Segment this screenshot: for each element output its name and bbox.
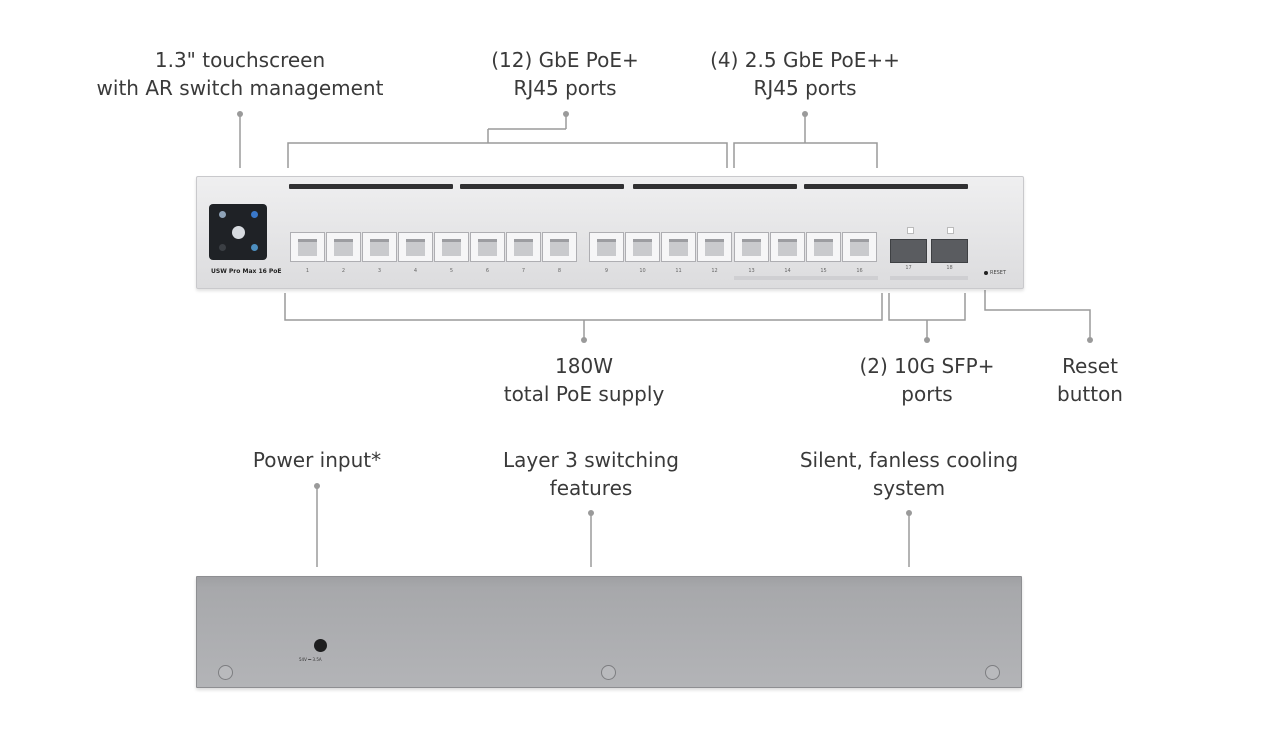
sfp-label: 17 [905, 265, 912, 271]
callout-25gbe-ports: (4) 2.5 GbE PoE++ RJ45 ports [710, 46, 900, 102]
rj45-port [625, 232, 660, 262]
port-label: 6 [485, 268, 490, 274]
screw-icon [601, 665, 616, 680]
callout-cooling-line2: system [872, 476, 946, 500]
power-input-icon [314, 639, 327, 652]
power-rating-label: 54V ⎓ 3.5A [299, 657, 322, 662]
callout-power-input: Power input* [253, 446, 381, 474]
rj45-port [697, 232, 732, 262]
port-label: 16 [856, 268, 863, 274]
callout-sfp-ports-line2: ports [901, 382, 953, 406]
rj45-port [589, 232, 624, 262]
sfp-label: 18 [946, 265, 953, 271]
vent-slot [633, 184, 797, 189]
rj45-port [806, 232, 841, 262]
rj45-port [770, 232, 805, 262]
callout-layer3: Layer 3 switching features [503, 446, 679, 502]
vent-slot [804, 184, 968, 189]
port-label: 1 [305, 268, 310, 274]
rj45-port [326, 232, 361, 262]
reset-label: RESET [990, 270, 1007, 276]
callout-gbe-ports: (12) GbE PoE+ RJ45 ports [491, 46, 639, 102]
sfp-port [890, 239, 927, 263]
port-label: 7 [521, 268, 526, 274]
rj45-port [398, 232, 433, 262]
switch-back-panel: 54V ⎓ 3.5A [196, 576, 1022, 688]
port-label: 4 [413, 268, 418, 274]
screen-icon [219, 244, 226, 251]
callout-reset-line1: Reset [1062, 354, 1118, 378]
callout-gbe-ports-line2: RJ45 ports [513, 76, 617, 100]
port-label: 15 [820, 268, 827, 274]
sfp-stripe [890, 276, 968, 280]
callout-poe-supply: 180W total PoE supply [504, 352, 665, 408]
port-label: 11 [675, 268, 682, 274]
vent-slot [460, 184, 624, 189]
port-label: 2 [341, 268, 346, 274]
port-label: 13 [748, 268, 755, 274]
screen-icon [251, 244, 258, 251]
rj45-port [362, 232, 397, 262]
port-label: 12 [711, 268, 718, 274]
callout-sfp-ports: (2) 10G SFP+ ports [859, 352, 994, 408]
screw-icon [985, 665, 1000, 680]
rj45-port [290, 232, 325, 262]
callout-cooling-line1: Silent, fanless cooling [799, 448, 1019, 472]
touchscreen[interactable] [209, 204, 267, 260]
sfp-port [931, 239, 968, 263]
reset-button[interactable] [984, 271, 988, 275]
sfp-led [947, 227, 954, 234]
callout-touchscreen: 1.3" touchscreen with AR switch manageme… [97, 46, 384, 102]
screw-icon [218, 665, 233, 680]
rj45-port [434, 232, 469, 262]
model-label: USW Pro Max 16 PoE [211, 268, 282, 275]
screen-icon [219, 211, 226, 218]
callout-reset: Reset button [1057, 352, 1123, 408]
callout-25gbe-ports-line2: RJ45 ports [753, 76, 857, 100]
callout-touchscreen-line2: with AR switch management [96, 76, 384, 100]
callout-gbe-ports-line1: (12) GbE PoE+ [491, 48, 639, 72]
callout-poe-supply-line1: 180W [555, 354, 613, 378]
vent-slot [289, 184, 453, 189]
switch-front-panel: USW Pro Max 16 PoE 1 2 3 4 5 6 7 8 9 10 … [196, 176, 1024, 289]
callout-power-input-line1: Power input* [252, 448, 382, 472]
callout-poe-supply-line2: total PoE supply [503, 382, 665, 406]
rj45-port [842, 232, 877, 262]
callout-reset-line2: button [1057, 382, 1123, 406]
poe-plus-plus-stripe [734, 276, 878, 280]
callout-cooling: Silent, fanless cooling system [800, 446, 1018, 502]
screen-icon [251, 211, 258, 218]
sfp-led [907, 227, 914, 234]
rj45-port [661, 232, 696, 262]
callout-layer3-line2: features [549, 476, 633, 500]
port-label: 5 [449, 268, 454, 274]
port-label: 3 [377, 268, 382, 274]
callout-25gbe-ports-line1: (4) 2.5 GbE PoE++ [710, 48, 900, 72]
port-label: 8 [557, 268, 562, 274]
rj45-port [506, 232, 541, 262]
rj45-port [542, 232, 577, 262]
port-label: 10 [639, 268, 646, 274]
callout-touchscreen-line1: 1.3" touchscreen [154, 48, 326, 72]
port-label: 14 [784, 268, 791, 274]
rj45-port [470, 232, 505, 262]
rj45-port [734, 232, 769, 262]
port-label: 9 [604, 268, 609, 274]
callout-layer3-line1: Layer 3 switching [503, 448, 679, 472]
screen-center-icon [232, 226, 245, 239]
callout-sfp-ports-line1: (2) 10G SFP+ [859, 354, 995, 378]
